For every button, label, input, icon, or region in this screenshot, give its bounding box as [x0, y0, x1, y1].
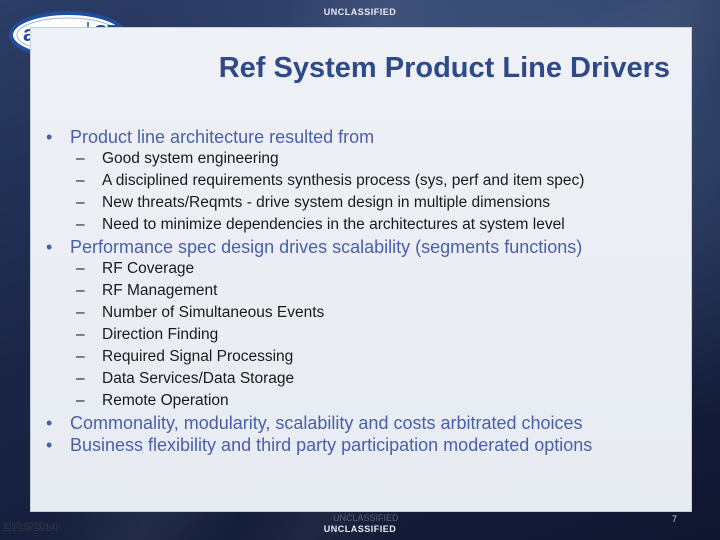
sub-item: Direction Finding	[76, 324, 684, 346]
sub-list: RF Coverage RF Management Number of Simu…	[76, 258, 684, 412]
classification-banner-top: UNCLASSIFIED	[323, 7, 397, 17]
footer-ghost-text: UNCLASSIFIED	[333, 513, 399, 523]
slide-content: Product line architecture resulted from …	[44, 126, 684, 456]
page-number: 7	[672, 514, 678, 524]
bullet-item: Commonality, modularity, scalability and…	[44, 412, 684, 434]
sub-item: Remote Operation	[76, 390, 684, 412]
bullet-item: Business flexibility and third party par…	[44, 434, 684, 456]
bullet-item: Product line architecture resulted from	[44, 126, 684, 148]
sub-list: Good system engineering A disciplined re…	[76, 148, 684, 236]
bullet-item: Performance spec design drives scalabili…	[44, 236, 684, 258]
sub-item: RF Management	[76, 280, 684, 302]
footer-date: 11/15/2014	[3, 521, 58, 533]
sub-item: A disciplined requirements synthesis pro…	[76, 170, 684, 192]
sub-item: New threats/Reqmts - drive system design…	[76, 192, 684, 214]
sub-item: Data Services/Data Storage	[76, 368, 684, 390]
sub-item: Number of Simultaneous Events	[76, 302, 684, 324]
sub-item: Required Signal Processing	[76, 346, 684, 368]
classification-banner-bottom: UNCLASSIFIED	[323, 524, 397, 534]
slide-title: Ref System Product Line Drivers	[218, 52, 670, 84]
sub-item: Need to minimize dependencies in the arc…	[76, 214, 684, 236]
sub-item: RF Coverage	[76, 258, 684, 280]
sub-item: Good system engineering	[76, 148, 684, 170]
